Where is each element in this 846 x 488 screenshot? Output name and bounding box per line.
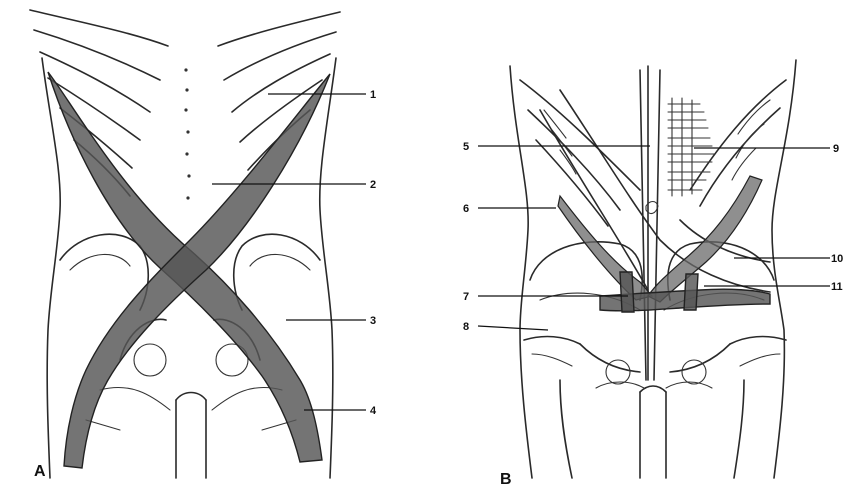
torso-outline-right-a bbox=[320, 58, 336, 478]
ribs-right-b bbox=[690, 80, 786, 206]
callout-11: 11 bbox=[831, 281, 843, 293]
figure-a bbox=[30, 10, 340, 478]
figure-b bbox=[510, 60, 796, 478]
ribs-left-b bbox=[520, 80, 640, 226]
callout-6: 6 bbox=[463, 203, 469, 215]
rectus-sheath-hatching-b bbox=[668, 98, 714, 196]
callout-4: 4 bbox=[370, 405, 377, 417]
callout-9: 9 bbox=[833, 143, 839, 155]
internal-oblique-band-b bbox=[558, 196, 652, 300]
rectus-left-edge-b bbox=[640, 70, 646, 380]
conjoint-tendon-b bbox=[620, 272, 634, 312]
panel-label-a: A bbox=[34, 463, 46, 480]
callout-2: 2 bbox=[370, 179, 376, 191]
panel-label-b: B bbox=[500, 471, 512, 488]
rectus-right-edge-b bbox=[654, 70, 660, 380]
torso-outline-left-a bbox=[42, 58, 60, 478]
sternum-dots-a bbox=[184, 68, 190, 199]
torso-outline-right-b bbox=[772, 60, 796, 478]
callout-1: 1 bbox=[370, 89, 376, 101]
torso-outline-left-b bbox=[510, 66, 532, 478]
lacunar-part-b bbox=[684, 274, 698, 310]
callout-3: 3 bbox=[370, 315, 376, 327]
callout-7: 7 bbox=[463, 291, 469, 303]
callout-8: 8 bbox=[463, 321, 469, 333]
callout-5: 5 bbox=[463, 141, 469, 153]
callout-10: 10 bbox=[831, 253, 843, 265]
